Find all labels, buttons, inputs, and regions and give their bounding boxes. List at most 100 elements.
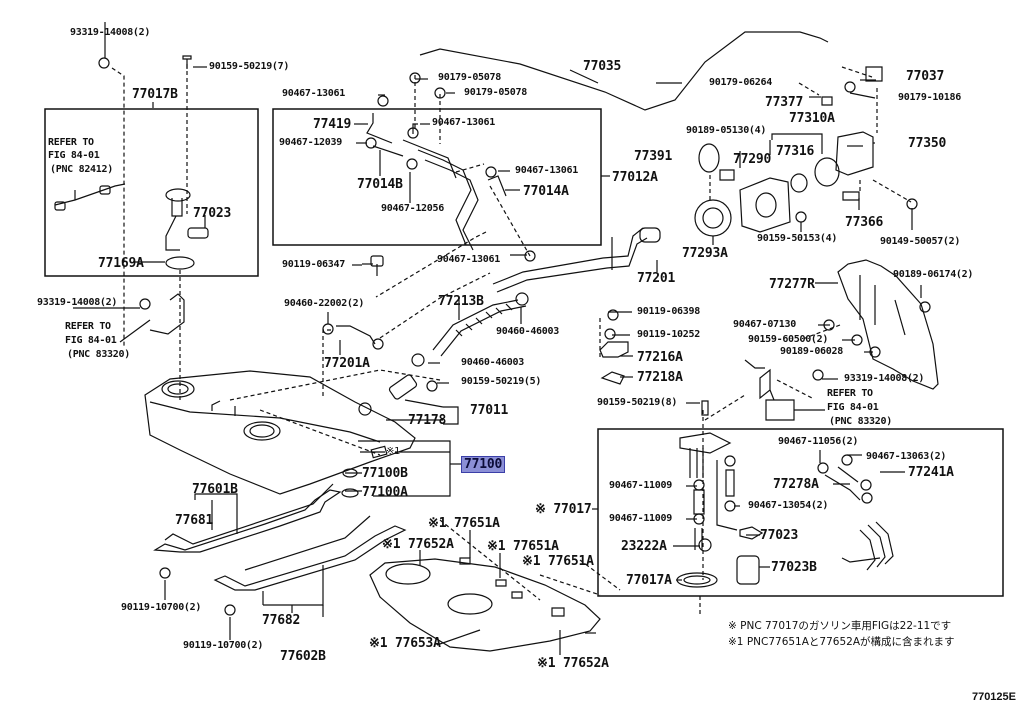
part-label[interactable]: 77201A bbox=[324, 356, 370, 371]
part-label[interactable]: 90467-13061 bbox=[282, 88, 345, 99]
part-label[interactable]: 77023B bbox=[771, 560, 817, 575]
part-label[interactable]: 90159-50153(4) bbox=[757, 233, 838, 244]
box-77017B bbox=[45, 109, 258, 276]
part-label[interactable]: 77037 bbox=[906, 69, 945, 84]
part-label[interactable]: 90119-10252 bbox=[637, 329, 700, 340]
box-77017 bbox=[598, 429, 1003, 596]
part-label[interactable]: 77310A bbox=[789, 111, 835, 126]
part-label[interactable]: 90467-12039 bbox=[279, 137, 342, 148]
part-label[interactable]: 77277R bbox=[769, 277, 815, 292]
part-label[interactable]: 93319-14008(2) bbox=[70, 27, 151, 38]
part-label[interactable]: 77366 bbox=[845, 215, 884, 230]
part-label[interactable]: 90467-12056 bbox=[381, 203, 444, 214]
part-label[interactable]: 90189-06028 bbox=[780, 346, 843, 357]
part-label[interactable]: 77023 bbox=[193, 206, 232, 221]
vent-hoses-icon bbox=[366, 96, 535, 261]
part-label[interactable]: 77169A bbox=[98, 256, 144, 271]
part-label[interactable]: 77350 bbox=[908, 136, 947, 151]
part-label[interactable]: 90467-13061 bbox=[432, 117, 495, 128]
part-label[interactable]: 77278A bbox=[773, 477, 819, 492]
part-label[interactable]: ※1 77653A bbox=[369, 636, 441, 651]
part-label[interactable]: 90467-13054(2) bbox=[748, 500, 829, 511]
part-label[interactable]: 77014B bbox=[357, 177, 403, 192]
part-label[interactable]: 90119-10700(2) bbox=[121, 602, 202, 613]
part-label[interactable]: 77100B bbox=[362, 466, 408, 481]
part-label[interactable]: 93319-14008(2) bbox=[844, 373, 925, 384]
figure-id: 770125E bbox=[971, 691, 1016, 703]
part-label[interactable]: ※1 77651A bbox=[428, 516, 500, 531]
part-label[interactable]: 90119-06347 bbox=[282, 259, 345, 270]
refer-note[interactable]: REFER TO bbox=[48, 137, 94, 148]
part-label[interactable]: 90149-50057(2) bbox=[880, 236, 961, 247]
part-label[interactable]: 90159-60500(2) bbox=[748, 334, 829, 345]
fuel-sender-unit-icon bbox=[55, 184, 208, 269]
part-label[interactable]: 90467-11056(2) bbox=[778, 436, 859, 447]
part-label[interactable]: 90189-05130(4) bbox=[686, 125, 767, 136]
filler-hose-77213B-icon bbox=[433, 300, 526, 356]
part-label[interactable]: 77602B bbox=[280, 649, 326, 664]
part-label[interactable]: 90159-50219(5) bbox=[461, 376, 542, 387]
part-label[interactable]: 77682 bbox=[262, 613, 301, 628]
part-label[interactable]: ※1 77652A bbox=[382, 537, 454, 552]
part-label[interactable]: 77100A bbox=[362, 485, 408, 500]
refer-note[interactable]: REFER TO bbox=[827, 388, 873, 399]
footnote-1: ※ PNC 77017のガソリン車用FIGは22-11です bbox=[728, 620, 952, 632]
part-label[interactable]: 90460-46003 bbox=[461, 357, 524, 368]
footnote-2: ※1 PNC77651Aと77652Aが構成に含まれます bbox=[728, 636, 955, 648]
part-label[interactable]: 77035 bbox=[583, 59, 622, 74]
part-label[interactable]: ※1 77652A bbox=[537, 656, 609, 671]
refer-note[interactable]: FIG 84-01 bbox=[48, 150, 100, 161]
filler-pipe-77201-icon bbox=[493, 228, 660, 292]
part-label[interactable]: 77216A bbox=[637, 350, 683, 365]
part-label[interactable]: 77316 bbox=[776, 144, 815, 159]
part-label[interactable]: 90467-07130 bbox=[733, 319, 796, 330]
part-label[interactable]: 90467-13061 bbox=[437, 254, 500, 265]
part-label[interactable]: 90179-06264 bbox=[709, 77, 772, 88]
fuel-tank-77100-icon bbox=[145, 371, 415, 494]
part-label[interactable]: ※1 77651A bbox=[522, 554, 594, 569]
refer-note[interactable]: (PNC 83320) bbox=[829, 416, 892, 427]
part-label[interactable]: 90460-46003 bbox=[496, 326, 559, 337]
refer-note[interactable]: REFER TO bbox=[65, 321, 111, 332]
part-label[interactable]: 77218A bbox=[637, 370, 683, 385]
part-label[interactable]: 77017B bbox=[132, 87, 178, 102]
refer-note[interactable]: (PNC 82412) bbox=[50, 164, 113, 175]
part-label[interactable]: 77290 bbox=[733, 152, 772, 167]
part-label[interactable]: 77014A bbox=[523, 184, 569, 199]
part-label[interactable]: 77241A bbox=[908, 465, 954, 480]
part-label[interactable]: 77377 bbox=[765, 95, 804, 110]
part-label[interactable]: 77201 bbox=[637, 271, 676, 286]
part-label[interactable]: 90159-50219(8) bbox=[597, 397, 678, 408]
part-label[interactable]: 77178 bbox=[408, 413, 447, 428]
part-label[interactable]: 90460-22002(2) bbox=[284, 298, 365, 309]
part-label[interactable]: 90467-11009 bbox=[609, 480, 672, 491]
part-label[interactable]: 90179-05078 bbox=[464, 87, 527, 98]
refer-note[interactable]: FIG 84-01 bbox=[65, 335, 117, 346]
part-label[interactable]: 90467-13061 bbox=[515, 165, 578, 176]
part-label[interactable]: 90119-10700(2) bbox=[183, 640, 264, 651]
part-label[interactable]: 90467-13063(2) bbox=[866, 451, 947, 462]
part-label[interactable]: 90179-05078 bbox=[438, 72, 501, 83]
part-label[interactable]: 77023 bbox=[760, 528, 799, 543]
part-label[interactable]: 77391 bbox=[634, 149, 673, 164]
part-label[interactable]: 93319-14008(2) bbox=[37, 297, 118, 308]
part-label[interactable]: 77293A bbox=[682, 246, 728, 261]
part-label[interactable]: 77011 bbox=[470, 403, 509, 418]
refer-note[interactable]: (PNC 83320) bbox=[67, 349, 130, 360]
part-label[interactable]: 90119-06398 bbox=[637, 306, 700, 317]
part-label[interactable]: 77681 bbox=[175, 513, 214, 528]
part-label[interactable]: 23222A bbox=[621, 539, 667, 554]
part-label[interactable]: 77017A bbox=[626, 573, 672, 588]
part-label[interactable]: 77419 bbox=[313, 117, 352, 132]
part-label[interactable]: ※1 77651A bbox=[487, 539, 559, 554]
part-label-highlighted[interactable]: 77100 bbox=[461, 456, 506, 473]
part-label[interactable]: 77012A bbox=[612, 170, 658, 185]
part-label[interactable]: 90189-06174(2) bbox=[893, 269, 974, 280]
part-label[interactable]: 77213B bbox=[438, 294, 484, 309]
part-label[interactable]: 90179-10186 bbox=[898, 92, 961, 103]
part-label[interactable]: 90159-50219(7) bbox=[209, 61, 290, 72]
part-label[interactable]: 90467-11009 bbox=[609, 513, 672, 524]
refer-note[interactable]: FIG 84-01 bbox=[827, 402, 879, 413]
part-label[interactable]: 77601B bbox=[192, 482, 238, 497]
part-label[interactable]: ※ 77017 bbox=[535, 502, 592, 517]
